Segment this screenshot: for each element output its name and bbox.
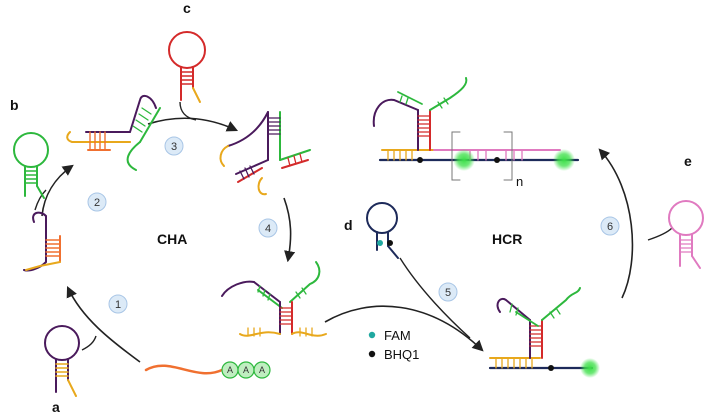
label-cha: CHA <box>157 231 187 247</box>
intermediate-a-target <box>23 211 61 272</box>
complex-abc <box>219 111 311 196</box>
arrow-step-3 <box>147 117 239 132</box>
hcr-init-glow <box>580 358 600 378</box>
step-markers: 1 2 3 4 5 6 <box>87 136 620 314</box>
poly-a-tail: A A A <box>221 361 271 379</box>
arrow-step-4 <box>283 197 296 263</box>
legend-fam-dot <box>368 331 376 339</box>
step-2-label: 2 <box>94 197 100 209</box>
bhq1-quencher <box>387 240 393 246</box>
hcr-polymer <box>372 77 580 181</box>
legend-fam-label: FAM <box>384 328 411 343</box>
legend-bhq-dot <box>368 350 376 358</box>
step-3: 3 <box>164 136 184 156</box>
polymer-quencher-2 <box>494 157 500 163</box>
poly-a-3-label: A <box>259 365 265 375</box>
poly-a-1: A <box>221 361 239 379</box>
step-1-label: 1 <box>115 299 121 311</box>
step-2: 2 <box>87 192 107 212</box>
label-repeat-n: n <box>516 174 523 189</box>
label-b: b <box>10 97 19 113</box>
poly-a-2: A <box>237 361 255 379</box>
target-strand <box>144 364 224 375</box>
label-a: a <box>52 399 60 415</box>
hairpin-a <box>44 325 80 397</box>
polymer-glow-2 <box>553 149 575 171</box>
step-4: 4 <box>258 218 278 238</box>
step-5: 5 <box>438 282 458 302</box>
hcr-init-quencher <box>548 365 554 371</box>
cycle-arrows <box>34 101 673 363</box>
step-6: 6 <box>600 216 620 236</box>
arrow-step-6 <box>598 148 634 299</box>
step-5-label: 5 <box>445 287 451 299</box>
arrow-a-in <box>81 335 97 351</box>
hcr-initiation <box>488 287 594 370</box>
arrow-b-in <box>34 189 47 211</box>
poly-a-3: A <box>253 361 271 379</box>
step-6-label: 6 <box>607 221 613 233</box>
step-1: 1 <box>108 294 128 314</box>
label-d: d <box>344 217 353 233</box>
polymer-quencher-1 <box>417 157 423 163</box>
poly-a-2-label: A <box>243 365 249 375</box>
complex-ab <box>66 94 161 171</box>
hairpin-e <box>668 200 704 269</box>
label-hcr: HCR <box>492 231 522 247</box>
fam-dye <box>377 240 383 246</box>
arrow-d-in <box>399 257 471 339</box>
label-c: c <box>183 0 191 16</box>
hairpin-b <box>13 132 49 199</box>
step-4-label: 4 <box>265 223 271 235</box>
arrow-step-2 <box>41 164 74 217</box>
legend: FAM BHQ1 <box>368 328 419 362</box>
arrow-step-1 <box>66 285 141 363</box>
hairpin-c <box>168 31 206 103</box>
arrow-step-5 <box>324 305 484 352</box>
hairpin-d <box>366 202 399 259</box>
arrow-e-in <box>647 227 673 241</box>
label-e: e <box>684 153 692 169</box>
arrow-c-in <box>179 101 197 121</box>
cha-product <box>221 261 327 337</box>
step-3-label: 3 <box>171 141 177 153</box>
polymer-glow-1 <box>453 149 475 171</box>
legend-bhq-label: BHQ1 <box>384 347 419 362</box>
poly-a-1-label: A <box>227 365 233 375</box>
